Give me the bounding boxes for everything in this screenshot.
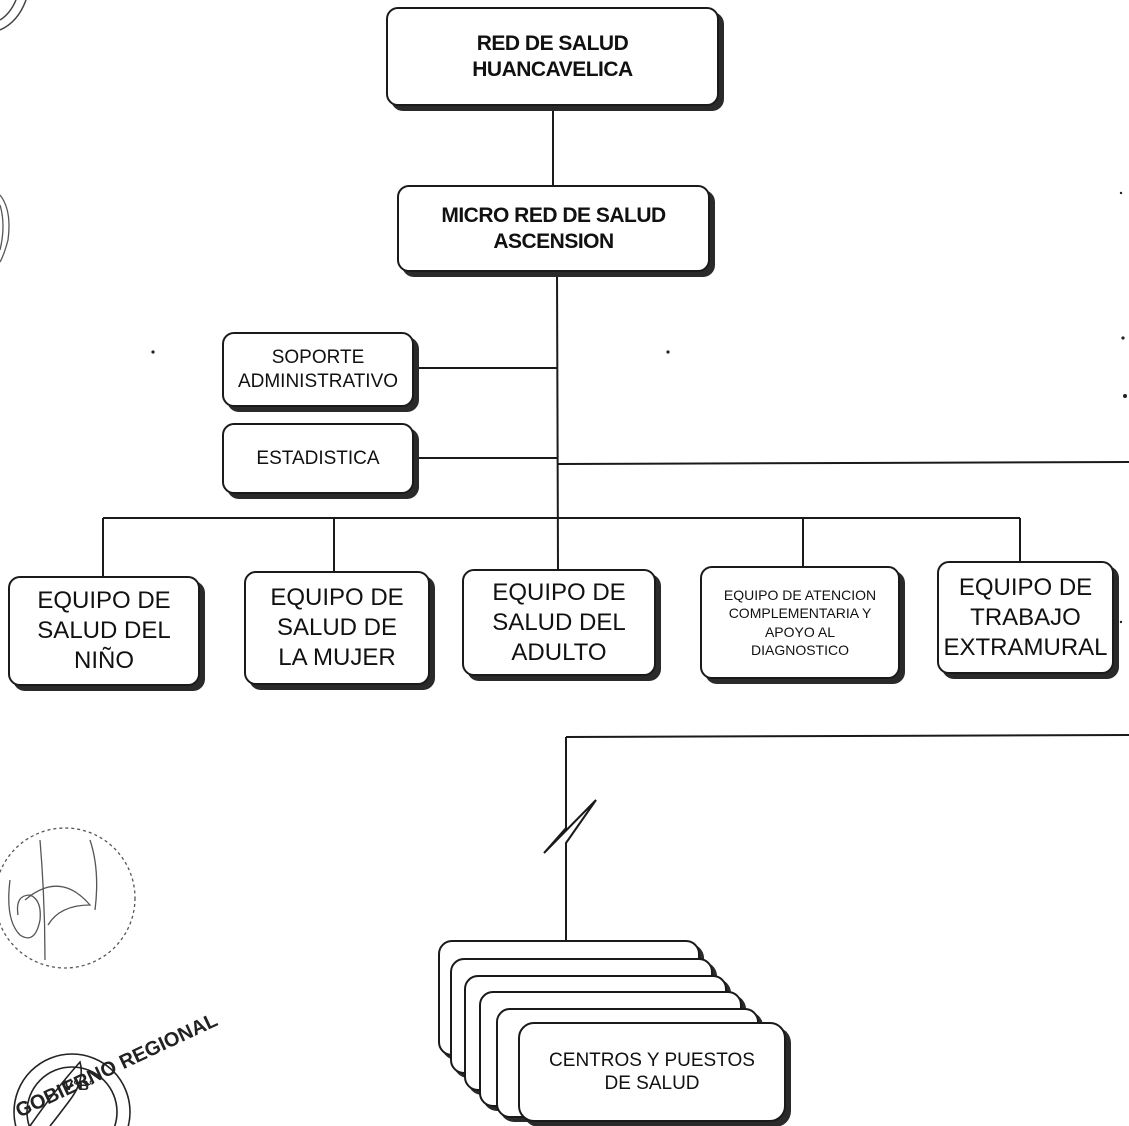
signature-seal — [0, 827, 136, 969]
connector-main-trunk — [556, 269, 559, 571]
regional-seal-mark: V°B° — [64, 1077, 95, 1093]
node-centros-puestos-salud: CENTROS Y PUESTOS DE SALUD — [518, 1022, 786, 1122]
node-estadistica: ESTADISTICA — [222, 423, 414, 494]
regional-seal — [13, 1053, 131, 1126]
node-micro-red: MICRO RED DE SALUD ASCENSION — [397, 185, 710, 272]
node-equipo-salud-nino: EQUIPO DE SALUD DEL NIÑO — [8, 576, 200, 686]
node-equipo-atencion-complementaria: EQUIPO DE ATENCION COMPLEMENTARIA Y APOY… — [700, 566, 900, 679]
seal-top-left — [0, 0, 27, 31]
node-equipo-trabajo-extramural: EQUIPO DE TRABAJO EXTRAMURAL — [937, 561, 1114, 674]
connector-right-branch — [556, 461, 1129, 465]
node-red-de-salud: RED DE SALUD HUANCAVELICA — [386, 7, 719, 106]
seal-mid-left — [0, 194, 10, 263]
connector-centros-horizontal — [565, 734, 1129, 738]
node-equipo-salud-adulto: EQUIPO DE SALUD DEL ADULTO — [462, 569, 656, 676]
node-equipo-salud-mujer: EQUIPO DE SALUD DE LA MUJER — [244, 571, 430, 685]
node-soporte-administrativo: SOPORTE ADMINISTRATIVO — [222, 332, 414, 407]
connector-centros-break — [543, 737, 597, 952]
